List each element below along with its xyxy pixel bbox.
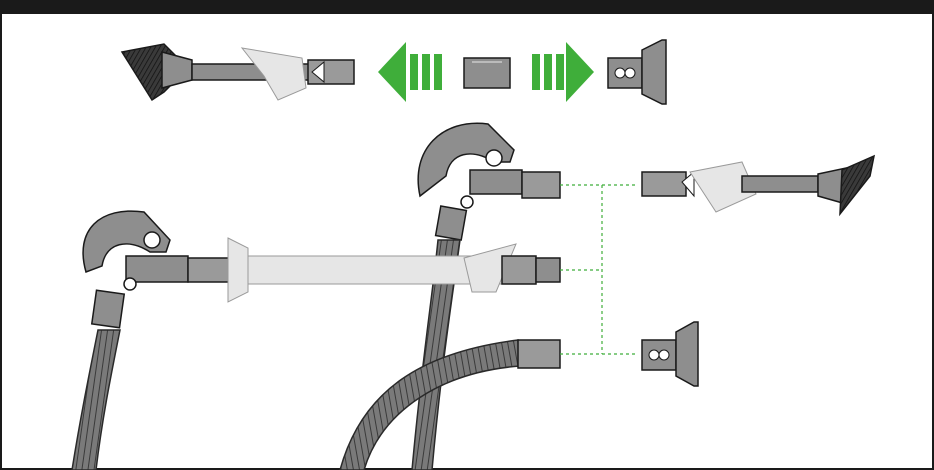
hard-floor-tool-icon [607,39,667,105]
arrow-right-icon [532,42,594,102]
extension-wand-icon [227,237,561,303]
wand-handle-icon [417,122,561,241]
top-bar [2,0,934,14]
adapter-icon [463,57,511,89]
flexible-hose-icon [71,329,121,470]
brush-tool-icon [817,154,876,217]
hard-floor-tool-icon [641,321,699,387]
extension-wand-icon [191,47,355,101]
flexible-hose-icon [339,239,561,470]
extension-wand-icon [641,161,819,213]
connector-lines [560,184,638,355]
brush-tool-icon [120,43,193,102]
arrow-left-icon [378,42,442,102]
wand-handle-icon [82,210,237,329]
